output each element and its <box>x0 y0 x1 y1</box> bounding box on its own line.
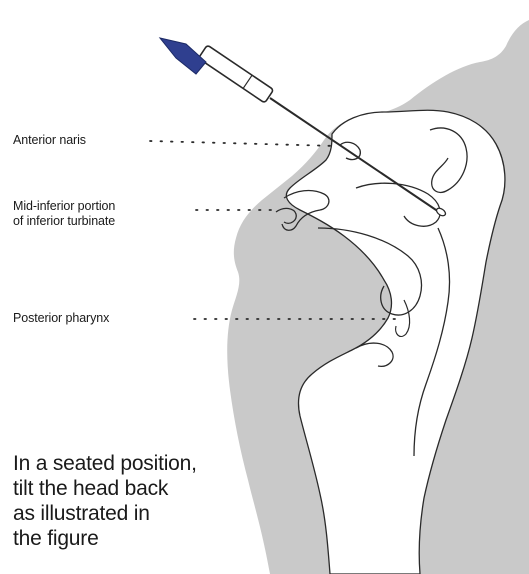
label-anterior-naris: Anterior naris <box>13 133 86 148</box>
instruction-line-1: In a seated position, <box>13 451 263 476</box>
posterior-pharynx-text: Posterior pharynx <box>13 311 109 326</box>
swab-cap <box>160 38 206 74</box>
swab-handle <box>198 45 273 103</box>
mid-inferior-line-2: of inferior turbinate <box>13 214 115 229</box>
leader-anterior-naris <box>150 141 336 146</box>
label-posterior-pharynx: Posterior pharynx <box>13 311 109 326</box>
anterior-naris-text: Anterior naris <box>13 133 86 148</box>
instruction-line-4: the figure <box>13 526 263 551</box>
instruction-line-3: as illustrated in <box>13 501 263 526</box>
instruction-text: In a seated position, tilt the head back… <box>13 451 263 551</box>
label-mid-inferior-turbinate: Mid-inferior portion of inferior turbina… <box>13 199 115 229</box>
mid-inferior-line-1: Mid-inferior portion <box>13 199 115 214</box>
instruction-line-2: tilt the head back <box>13 476 263 501</box>
